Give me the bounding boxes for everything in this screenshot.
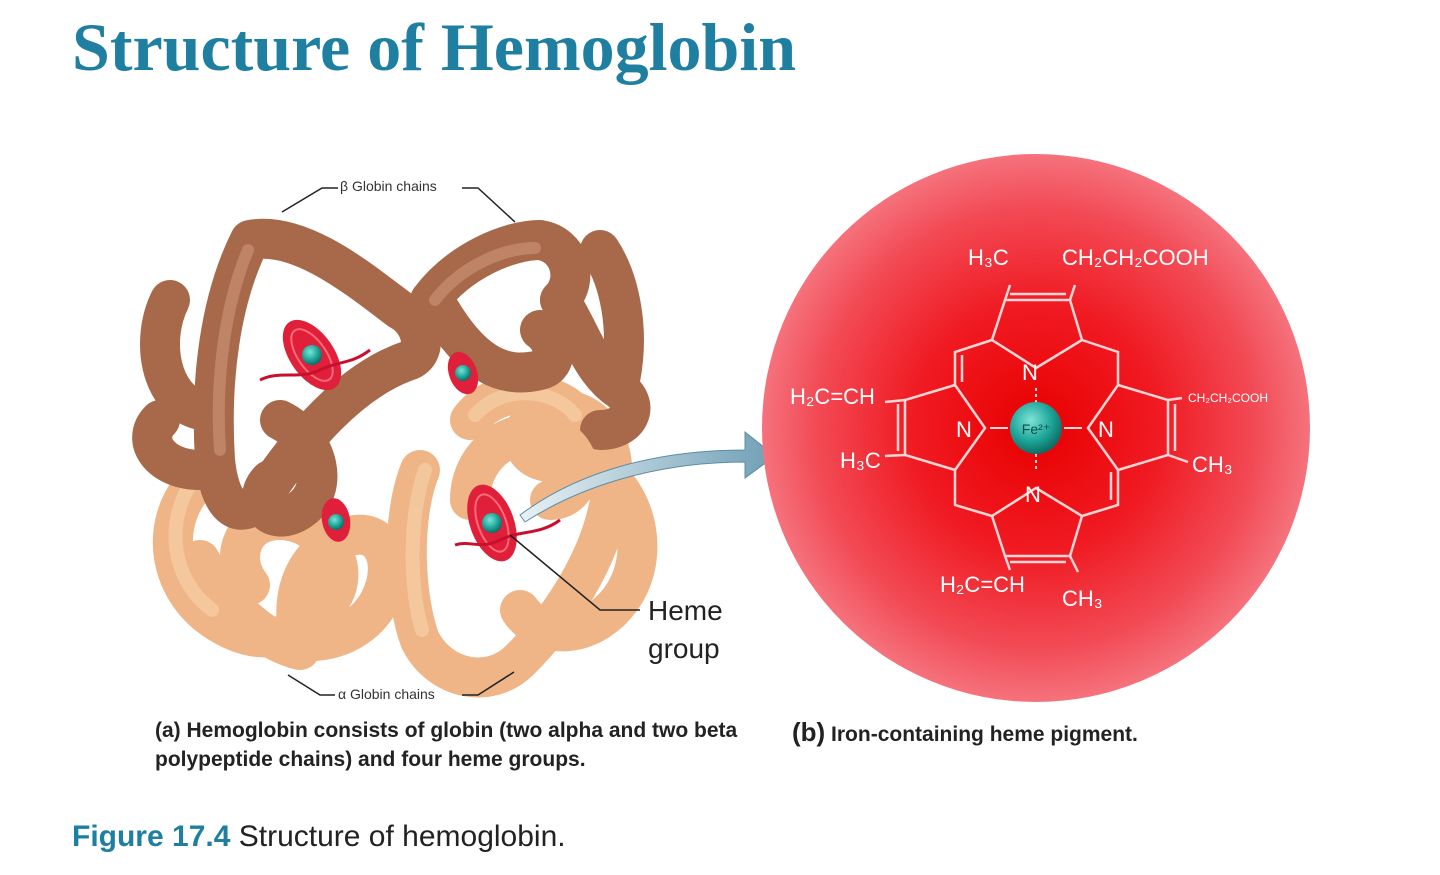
- group-bottom-left: H₂C=CH: [940, 572, 1025, 597]
- group-right-top: CH₂CH₂COOH: [1188, 391, 1268, 405]
- formula-labels: N N N N Fe²⁺ H₃C CH₂CH₂COOH H₂C=CH H₃C C…: [790, 245, 1268, 611]
- beta-chains-label: β Globin chains: [338, 178, 439, 194]
- nitrogen-left: N: [956, 417, 972, 442]
- page-title: Structure of Hemoglobin: [72, 9, 797, 85]
- heme-group-label: Heme group: [648, 592, 723, 668]
- figure-caption-text: Structure of hemoglobin.: [238, 820, 566, 853]
- fe-n-bonds: [990, 388, 1082, 470]
- globin-structure: [132, 218, 658, 698]
- heme-group-label-line2: group: [648, 633, 720, 664]
- caption-a: (a) Hemoglobin consists of globin (two a…: [155, 719, 738, 771]
- nitrogen-right: N: [1098, 417, 1114, 442]
- iron-label: Fe²⁺: [1022, 421, 1050, 437]
- caption-b: (b) Iron-containing heme pigment.: [792, 718, 1138, 749]
- group-top-left: H₃C: [968, 245, 1009, 270]
- alpha-chains-label: α Globin chains: [336, 686, 437, 702]
- nitrogen-bottom: N: [1025, 482, 1041, 507]
- caption-b-text: Iron-containing heme pigment.: [831, 723, 1138, 746]
- group-left-top: H₂C=CH: [790, 384, 875, 409]
- leader-lines: [281, 187, 640, 696]
- iron-center-icon: [1010, 402, 1062, 454]
- caption-b-letter: (b): [792, 717, 826, 747]
- figure-caption: Figure 17.4 Structure of hemoglobin.: [72, 820, 566, 854]
- figure-number: Figure 17.4: [72, 820, 231, 853]
- zoom-arrow-icon: [519, 430, 776, 523]
- group-top-right: CH₂CH₂COOH: [1062, 245, 1209, 270]
- nitrogen-top: N: [1022, 360, 1038, 385]
- group-left-bottom: H₃C: [840, 448, 881, 473]
- porphyrin-ring: [884, 284, 1189, 573]
- group-right-bottom: CH₃: [1192, 452, 1233, 477]
- heme-discs: [259, 319, 561, 562]
- group-bottom-right: CH₃: [1062, 586, 1103, 611]
- iron-atom-icon: [302, 345, 322, 365]
- heme-group-label-line1: Heme: [648, 595, 723, 626]
